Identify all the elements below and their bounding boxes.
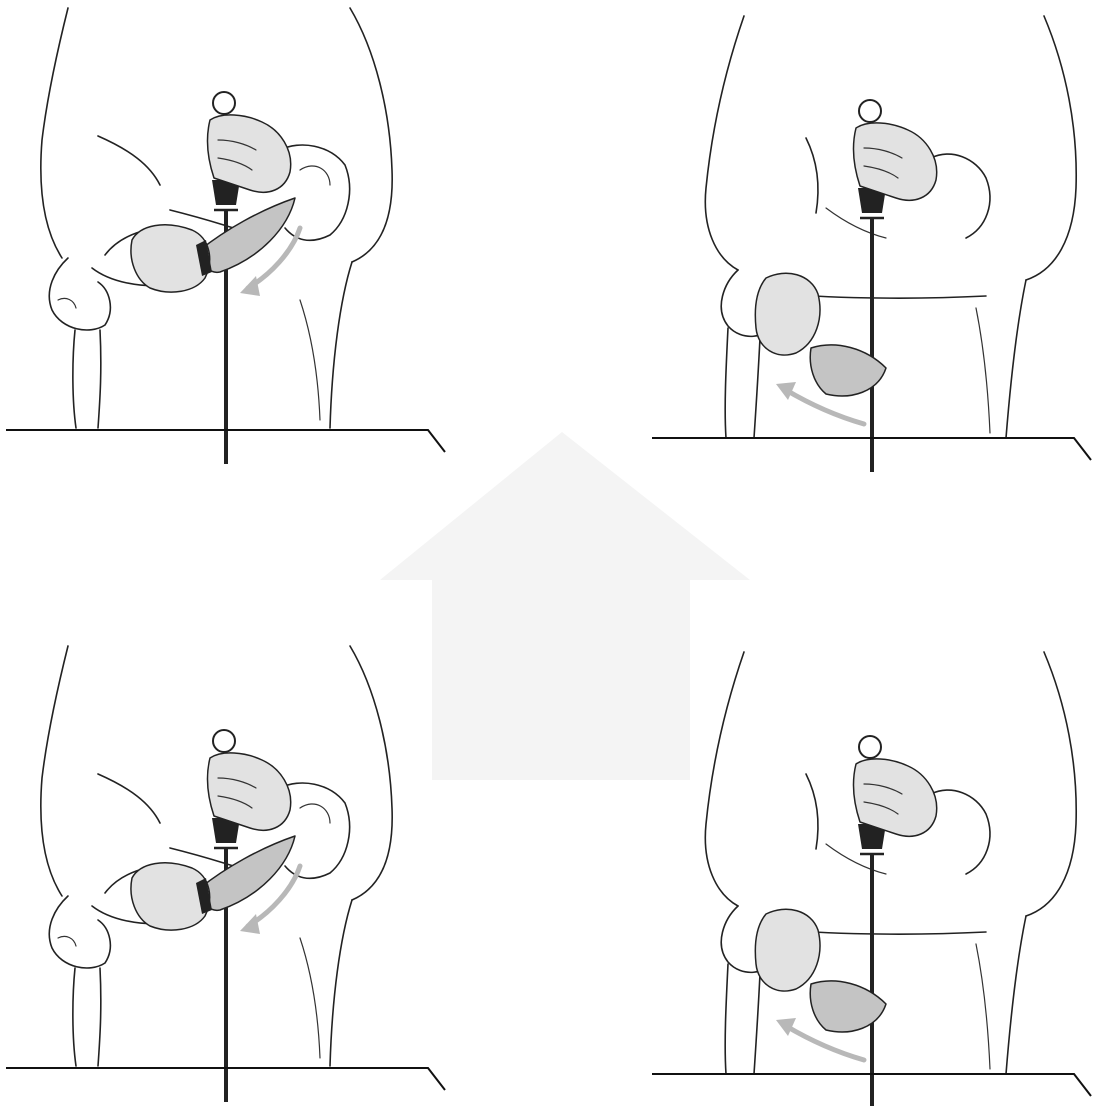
panel-bottom-left (6, 646, 445, 1102)
panel-top-left (6, 8, 445, 464)
panel-top-right (652, 16, 1091, 472)
panel-bottom-right (652, 652, 1091, 1106)
center-up-arrow-icon (380, 432, 750, 780)
